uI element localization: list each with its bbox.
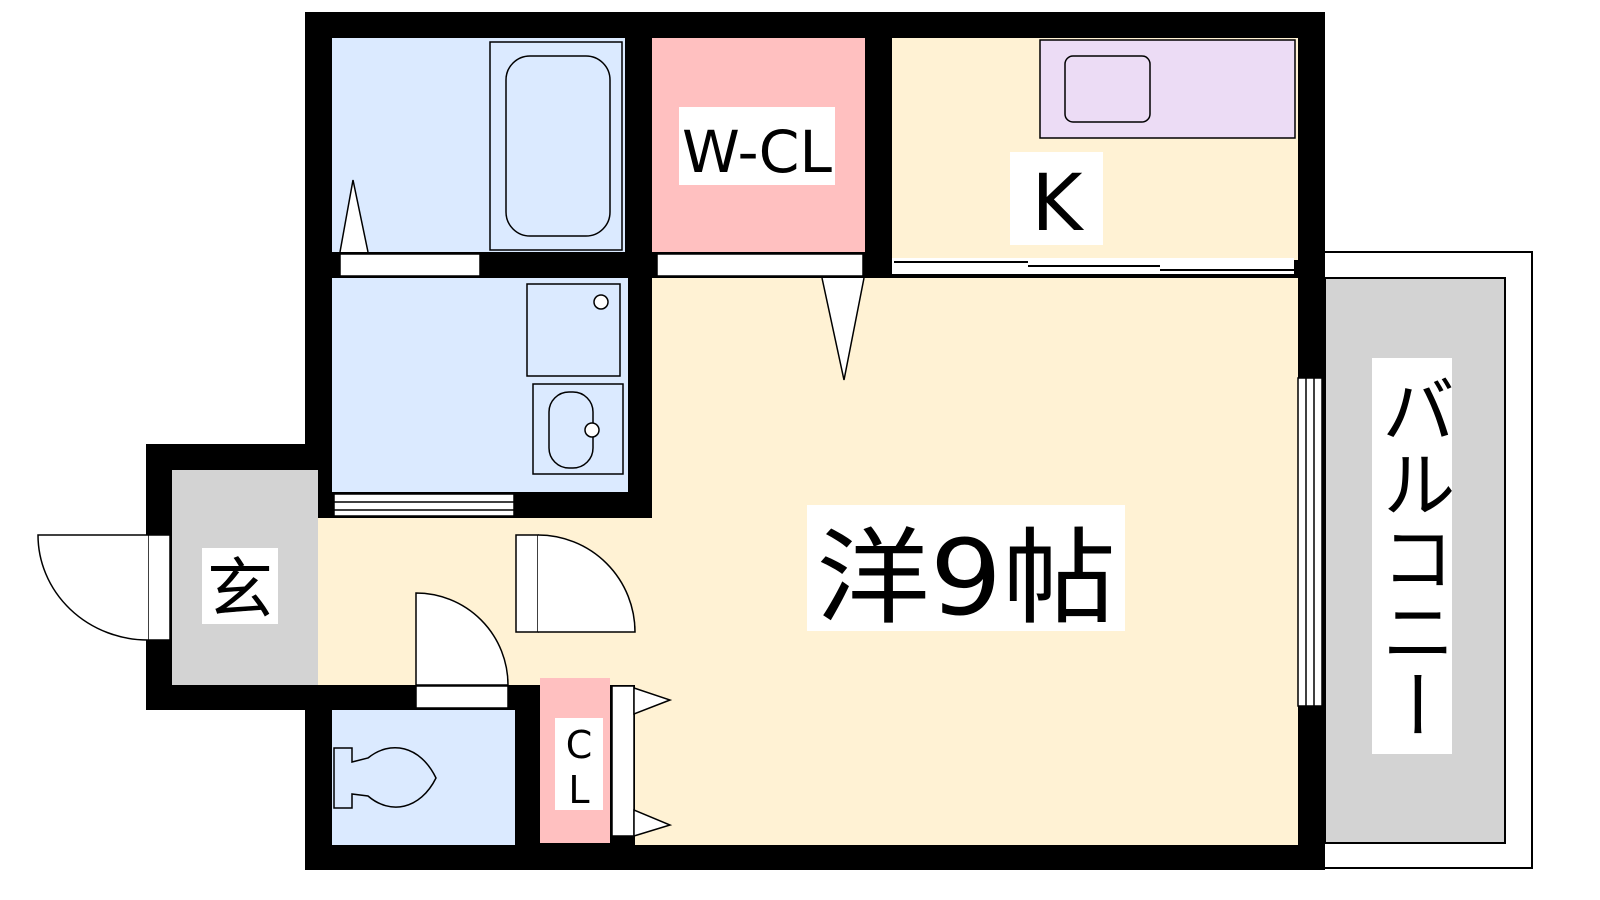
entrance-door xyxy=(147,534,171,641)
closet-door-swing xyxy=(633,686,673,716)
closet-door-swing xyxy=(633,808,673,838)
room-door-swing xyxy=(537,534,636,633)
closet-label-bg xyxy=(555,718,603,810)
closet-door xyxy=(611,685,635,837)
closet-label-c: C xyxy=(566,723,593,767)
bath-door-swing xyxy=(339,179,369,253)
entrance-door-swing xyxy=(37,534,149,641)
drain-icon xyxy=(593,294,609,310)
entrance-label-bg xyxy=(202,548,278,624)
kitchen-label-bg xyxy=(1010,152,1103,245)
wcl-door xyxy=(656,253,864,277)
toilet-door-swing xyxy=(415,592,509,686)
toilet-door xyxy=(415,685,509,709)
bathtub-icon xyxy=(505,55,611,237)
room-door xyxy=(515,534,539,633)
faucet-icon xyxy=(584,422,600,438)
balcony-label: バルコニー xyxy=(1369,372,1455,742)
wcl-label: W-CL xyxy=(682,118,832,186)
toilet-icon xyxy=(333,747,437,809)
wcl-door-swing xyxy=(821,277,865,381)
sink-icon xyxy=(1064,55,1151,123)
balcony-window xyxy=(1297,377,1323,707)
western-room-label: 洋9帖 xyxy=(816,517,1116,639)
closet-label-l: L xyxy=(568,768,589,812)
bath-door xyxy=(339,253,481,277)
wcl-label-bg xyxy=(679,107,835,185)
balcony-label-bg xyxy=(1372,358,1452,754)
western-room-label-bg xyxy=(807,505,1125,631)
washroom-door xyxy=(333,493,515,517)
kitchen-label: K xyxy=(1031,159,1084,249)
entrance-label: 玄 xyxy=(207,551,273,628)
